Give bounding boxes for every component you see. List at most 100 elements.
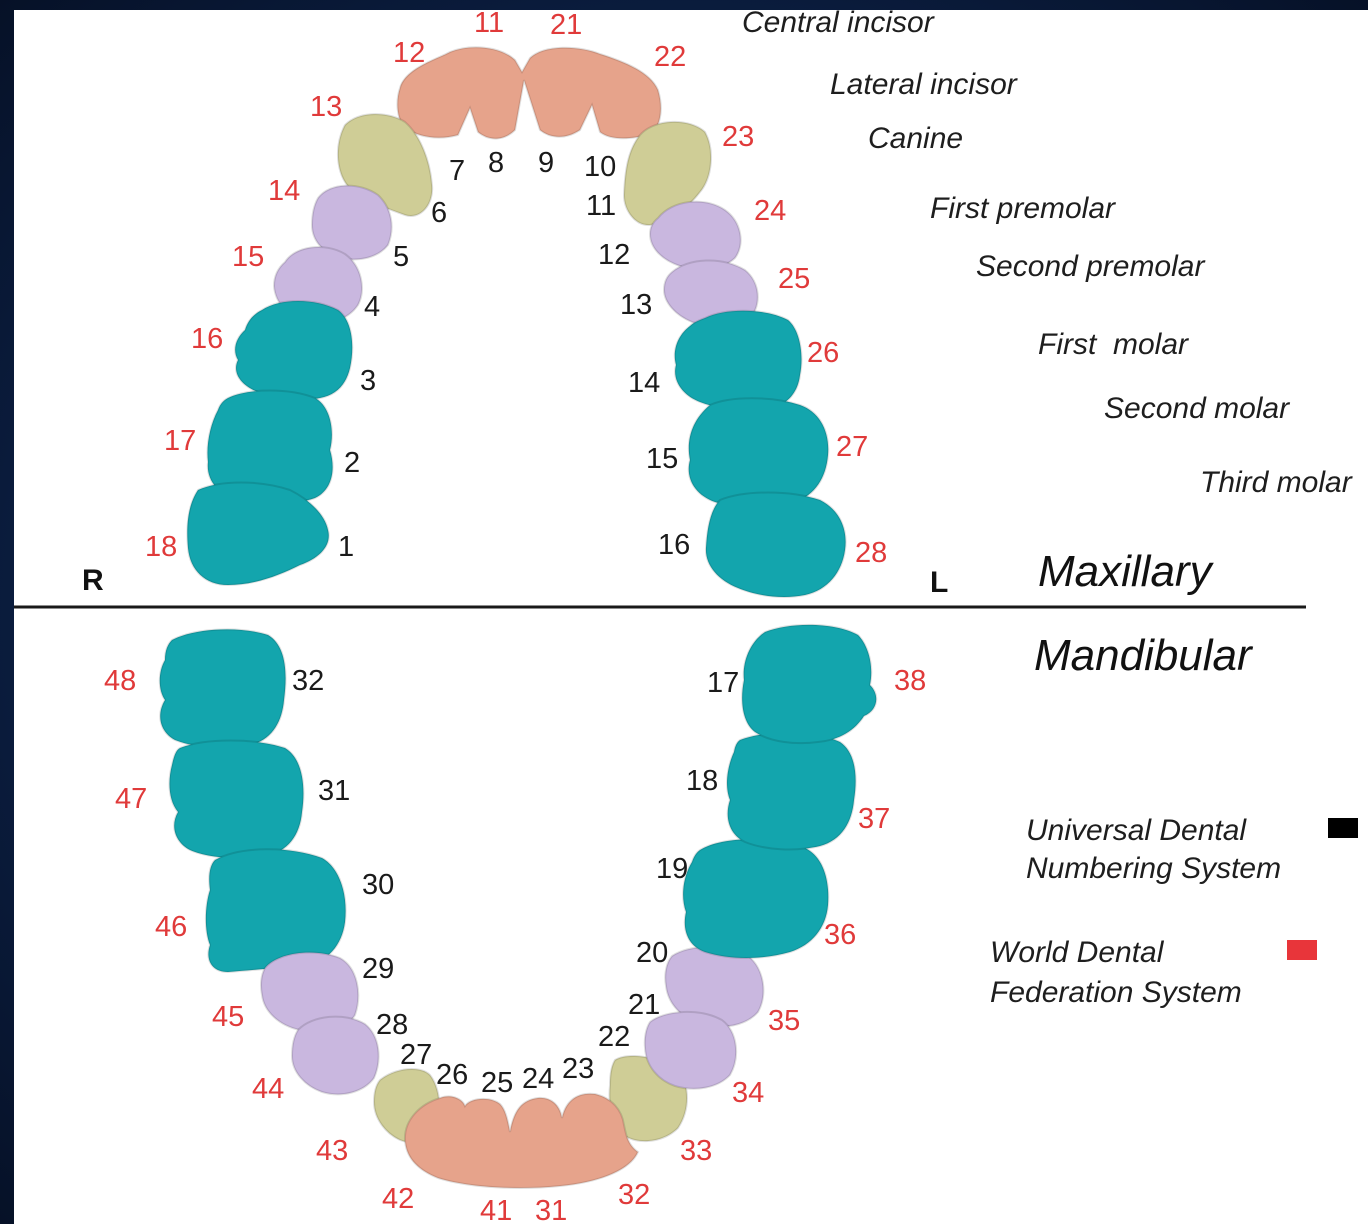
lower-right-first-premolar bbox=[292, 1017, 379, 1095]
universal-20: 20 bbox=[636, 937, 668, 969]
fdi-12: 12 bbox=[393, 37, 425, 69]
fdi-37: 37 bbox=[858, 803, 890, 835]
legend-universal-line1: Universal Dental bbox=[1026, 814, 1247, 847]
fdi-38: 38 bbox=[894, 665, 926, 697]
universal-16: 16 bbox=[658, 529, 690, 561]
fdi-14: 14 bbox=[268, 175, 300, 207]
universal-25: 25 bbox=[481, 1067, 513, 1099]
universal-4: 4 bbox=[364, 291, 380, 323]
universal-27: 27 bbox=[400, 1039, 432, 1071]
universal-3: 3 bbox=[360, 365, 376, 397]
upper-left-first-molar bbox=[675, 311, 802, 410]
right-side-label: R bbox=[82, 564, 104, 597]
universal-1: 1 bbox=[338, 531, 354, 563]
label-third-molar: Third molar bbox=[1200, 466, 1353, 499]
universal-11: 11 bbox=[586, 190, 616, 222]
fdi-13: 13 bbox=[310, 91, 342, 123]
universal-28: 28 bbox=[376, 1009, 408, 1041]
fdi-24: 24 bbox=[754, 195, 786, 227]
fdi-16: 16 bbox=[191, 323, 223, 355]
legend-fdi-swatch bbox=[1287, 940, 1317, 960]
universal-6: 6 bbox=[431, 197, 447, 229]
lower-incisors bbox=[405, 1094, 638, 1188]
fdi-43: 43 bbox=[316, 1135, 348, 1167]
universal-18: 18 bbox=[686, 765, 718, 797]
label-first-molar: First molar bbox=[1038, 328, 1189, 361]
legend-universal-line2: Numbering System bbox=[1026, 852, 1281, 885]
universal-9: 9 bbox=[538, 147, 554, 179]
universal-2: 2 bbox=[344, 447, 360, 479]
left-side-label: L bbox=[930, 566, 948, 599]
lower-left-second-molar bbox=[727, 733, 856, 850]
lower-right-second-molar bbox=[170, 741, 304, 859]
legend-fdi-line2: Federation System bbox=[990, 976, 1242, 1009]
upper-left-second-molar bbox=[689, 398, 829, 508]
fdi-47: 47 bbox=[115, 783, 147, 815]
label-second-molar: Second molar bbox=[1104, 392, 1290, 425]
fdi-46: 46 bbox=[155, 911, 187, 943]
upper-incisors bbox=[397, 47, 660, 138]
fdi-23: 23 bbox=[722, 121, 754, 153]
fdi-41: 41 bbox=[480, 1195, 512, 1224]
fdi-33: 33 bbox=[680, 1135, 712, 1167]
fdi-44: 44 bbox=[252, 1073, 284, 1105]
universal-7: 7 bbox=[449, 155, 465, 187]
fdi-32: 32 bbox=[618, 1179, 650, 1211]
legend-fdi-line1: World Dental bbox=[990, 936, 1165, 969]
legend-universal-swatch bbox=[1328, 818, 1358, 838]
universal-19: 19 bbox=[656, 853, 688, 885]
fdi-27: 27 bbox=[836, 431, 868, 463]
lower-left-first-molar-top bbox=[742, 625, 876, 743]
fdi-17: 17 bbox=[164, 425, 196, 457]
universal-26: 26 bbox=[436, 1059, 468, 1091]
fdi-11: 11 bbox=[474, 7, 504, 39]
universal-15: 15 bbox=[646, 443, 678, 475]
tooth-type-labels: Central incisor Lateral incisor Canine F… bbox=[742, 6, 1353, 499]
fdi-42: 42 bbox=[382, 1183, 414, 1215]
universal-8: 8 bbox=[488, 147, 504, 179]
universal-21: 21 bbox=[628, 989, 660, 1021]
universal-12: 12 bbox=[598, 239, 630, 271]
label-canine: Canine bbox=[868, 122, 963, 155]
universal-30: 30 bbox=[362, 869, 394, 901]
upper-left-first-premolar bbox=[650, 202, 741, 270]
universal-17: 17 bbox=[707, 667, 739, 699]
universal-13: 13 bbox=[620, 289, 652, 321]
maxillary-label: Maxillary bbox=[1038, 547, 1215, 596]
universal-14: 14 bbox=[628, 367, 660, 399]
fdi-36: 36 bbox=[824, 919, 856, 951]
fdi-45: 45 bbox=[212, 1001, 244, 1033]
label-lateral-incisor: Lateral incisor bbox=[830, 68, 1018, 101]
mandibular-label: Mandibular bbox=[1034, 631, 1254, 680]
universal-24: 24 bbox=[522, 1063, 554, 1095]
universal-31: 31 bbox=[318, 775, 350, 807]
universal-32: 32 bbox=[292, 665, 324, 697]
universal-22: 22 bbox=[598, 1021, 630, 1053]
universal-29: 29 bbox=[362, 953, 394, 985]
upper-left-third-molar bbox=[706, 493, 846, 598]
fdi-26: 26 bbox=[807, 337, 839, 369]
label-central-incisor: Central incisor bbox=[742, 6, 935, 39]
fdi-35: 35 bbox=[768, 1005, 800, 1037]
lower-left-first-premolar bbox=[645, 1012, 736, 1089]
fdi-28: 28 bbox=[855, 537, 887, 569]
fdi-18: 18 bbox=[145, 531, 177, 563]
fdi-48: 48 bbox=[104, 665, 136, 697]
fdi-21: 21 bbox=[550, 9, 582, 41]
universal-23: 23 bbox=[562, 1053, 594, 1085]
label-first-premolar: First premolar bbox=[930, 192, 1116, 225]
fdi-15: 15 bbox=[232, 241, 264, 273]
label-second-premolar: Second premolar bbox=[976, 250, 1205, 283]
fdi-22: 22 bbox=[654, 41, 686, 73]
upper-right-first-molar bbox=[235, 301, 352, 400]
universal-10: 10 bbox=[584, 151, 616, 183]
legend: Universal Dental Numbering System World … bbox=[990, 814, 1358, 1009]
fdi-31: 31 bbox=[535, 1195, 567, 1224]
universal-5: 5 bbox=[393, 241, 409, 273]
lower-left-first-molar bbox=[683, 839, 828, 958]
fdi-25: 25 bbox=[778, 263, 810, 295]
fdi-34: 34 bbox=[732, 1077, 764, 1109]
lower-right-third-molar bbox=[160, 629, 286, 747]
